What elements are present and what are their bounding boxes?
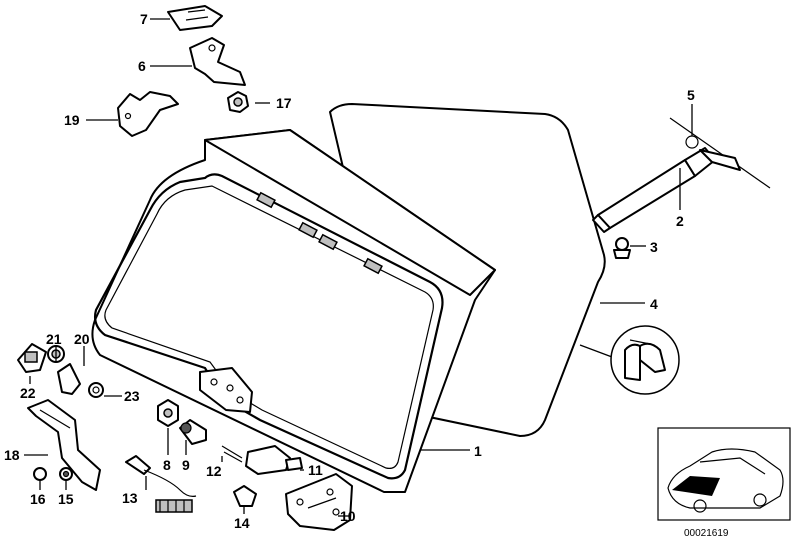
gas-strut-2 bbox=[592, 117, 771, 233]
cable-13 bbox=[125, 455, 197, 513]
clip-3 bbox=[613, 237, 631, 259]
switch-14 bbox=[233, 485, 257, 507]
label-17: 17 bbox=[276, 95, 292, 111]
label-10: 10 bbox=[340, 508, 356, 524]
label-14: 14 bbox=[234, 515, 250, 531]
label-2: 2 bbox=[676, 213, 684, 229]
label-8: 8 bbox=[163, 457, 171, 473]
label-23: 23 bbox=[124, 388, 140, 404]
bracket-7 bbox=[167, 5, 223, 31]
leader-lines bbox=[24, 18, 693, 517]
label-20: 20 bbox=[74, 331, 90, 347]
label-19: 19 bbox=[64, 112, 80, 128]
label-11: 11 bbox=[308, 462, 323, 478]
label-1: 1 bbox=[474, 443, 482, 459]
nut-grommet-8-9 bbox=[157, 399, 207, 445]
lock-actuator-11-12 bbox=[221, 445, 303, 475]
tailgate-frame bbox=[91, 129, 496, 493]
label-18: 18 bbox=[4, 447, 20, 463]
label-9: 9 bbox=[182, 457, 190, 473]
label-12: 12 bbox=[206, 463, 222, 479]
label-3: 3 bbox=[650, 239, 658, 255]
side-bracket-18 bbox=[27, 399, 101, 491]
car-location-inset bbox=[657, 427, 791, 521]
callout-labels: 1 2 3 4 5 6 7 8 9 10 11 12 13 14 15 16 1… bbox=[4, 11, 729, 539]
label-22: 22 bbox=[20, 385, 36, 401]
lock-latch-10 bbox=[285, 473, 353, 531]
label-15: 15 bbox=[58, 491, 74, 507]
hinge-bracket-19 bbox=[117, 91, 179, 137]
label-5: 5 bbox=[687, 87, 695, 103]
detail-circle bbox=[579, 325, 680, 395]
nut-17 bbox=[227, 91, 249, 113]
label-6: 6 bbox=[138, 58, 146, 74]
screws-15-16 bbox=[33, 467, 73, 481]
label-16: 16 bbox=[30, 491, 46, 507]
bracket-6 bbox=[189, 37, 246, 86]
diagram-code: 00021619 bbox=[684, 528, 729, 539]
label-7: 7 bbox=[140, 11, 148, 27]
label-4: 4 bbox=[650, 296, 658, 312]
label-21: 21 bbox=[46, 331, 62, 347]
label-13: 13 bbox=[122, 490, 138, 506]
